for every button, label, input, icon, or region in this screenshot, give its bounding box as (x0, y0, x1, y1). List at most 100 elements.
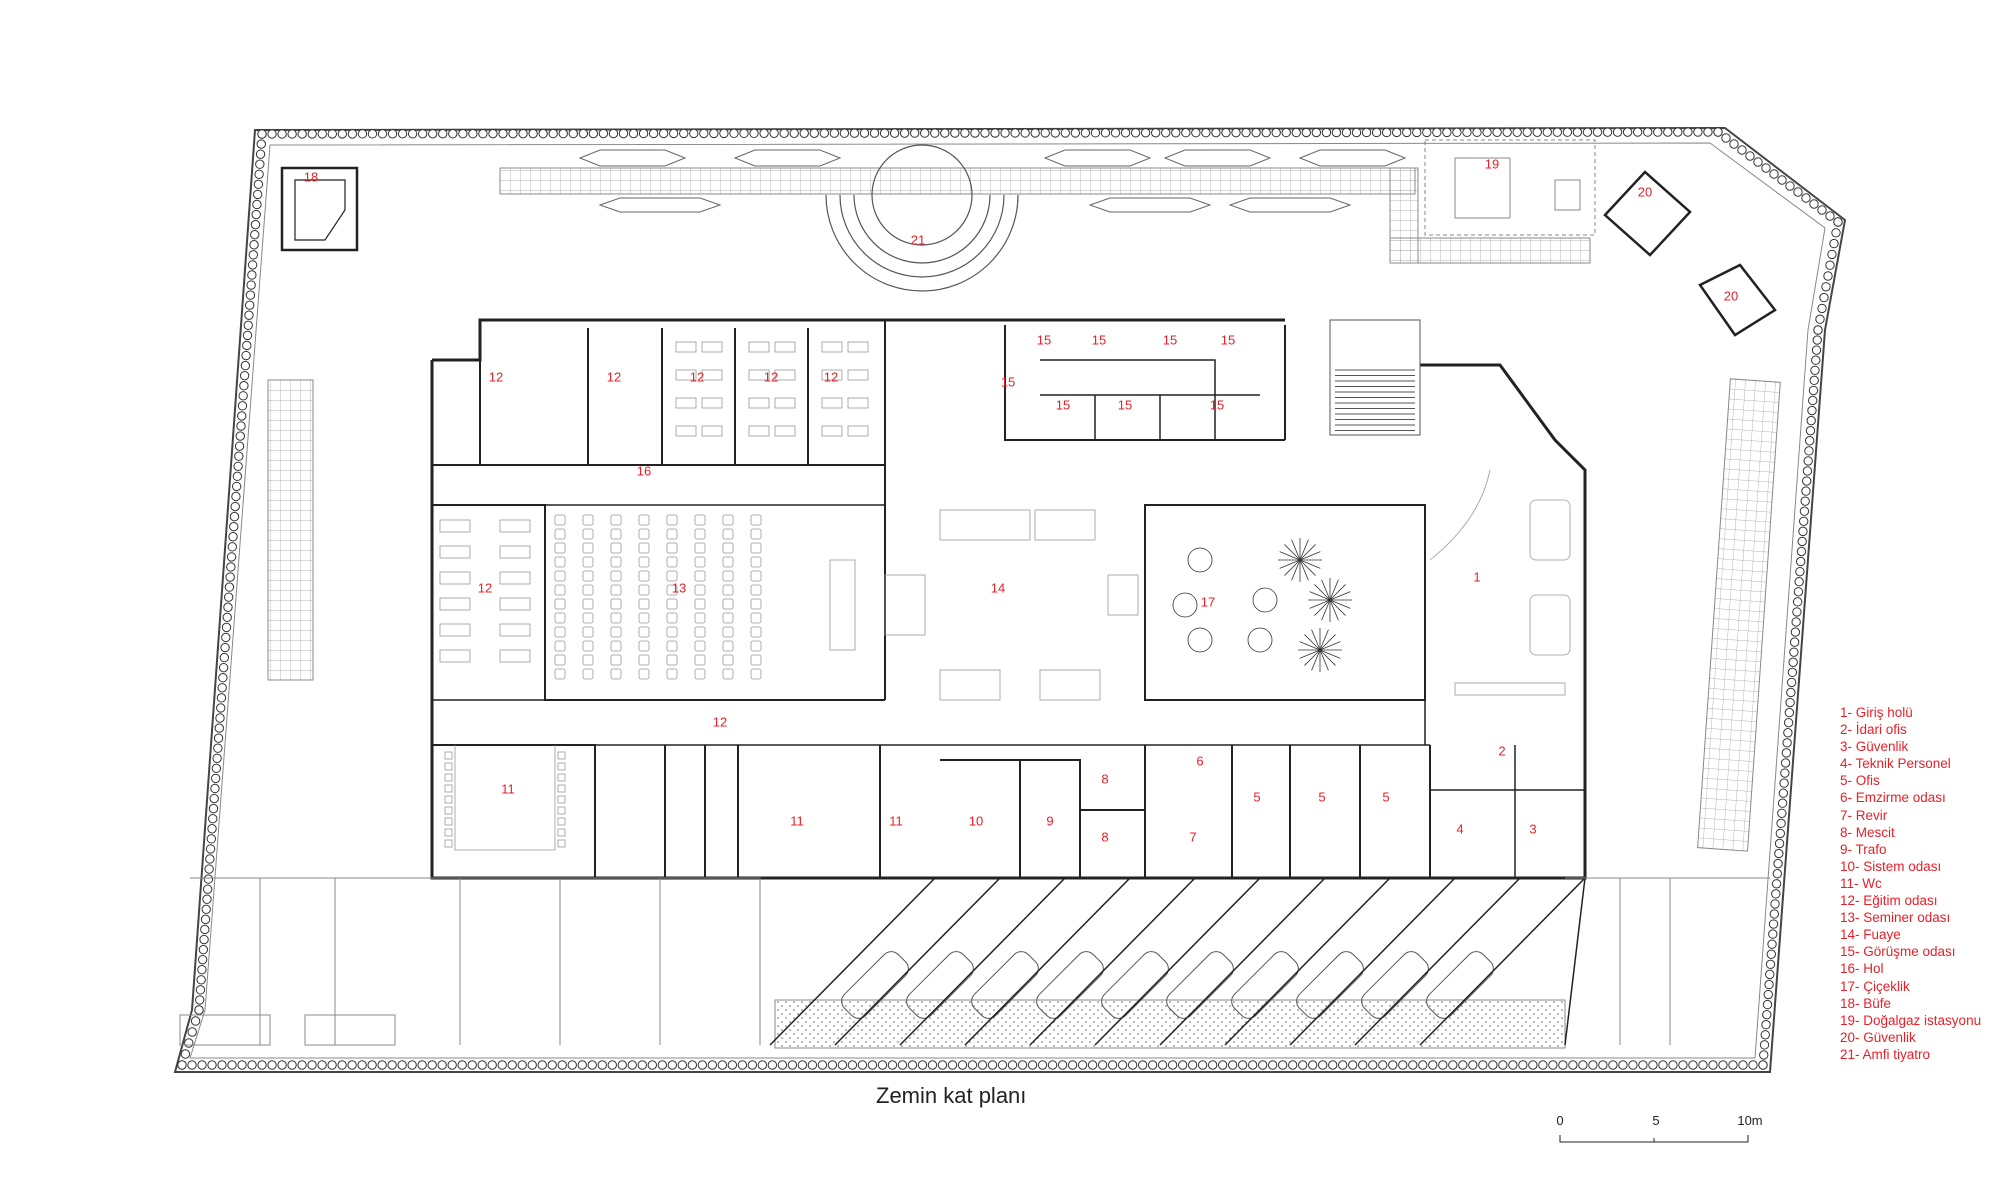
hedge-tree (1412, 127, 1422, 138)
hedge-tree (1007, 1060, 1018, 1070)
hedge-tree (1442, 127, 1452, 138)
seat (722, 528, 734, 540)
hedge-tree (747, 1060, 758, 1070)
seat (722, 626, 734, 638)
seat (750, 570, 762, 582)
hedge-tree (1181, 128, 1191, 138)
seat (638, 598, 650, 610)
hedge-tree (1598, 1060, 1608, 1070)
hedge-tree (197, 965, 207, 975)
hedge-tree (1632, 127, 1643, 137)
hedge-tree (1318, 1060, 1328, 1070)
hedge-tree (242, 340, 252, 351)
hedge-tree (1462, 127, 1472, 138)
hedge-tree (247, 1060, 257, 1070)
hedge-tree (869, 128, 880, 138)
room-label-4: 4 (1456, 821, 1463, 836)
hedge-tree (658, 128, 669, 139)
legend-item: 19- Doğalgaz istasyonu (1840, 1012, 1982, 1028)
hedge-tree (1787, 667, 1798, 678)
hedge-tree (588, 128, 599, 139)
hedge-tree (357, 129, 368, 139)
room-label-21: 21 (911, 232, 925, 247)
seat (582, 626, 594, 638)
room-label-18: 18 (304, 169, 318, 184)
legend-item: 8- Mescit (1840, 824, 1895, 840)
desk (701, 341, 723, 353)
legend-item: 17- Çiçeklik (1840, 978, 1910, 994)
desk (439, 623, 471, 637)
hedge-tree (970, 128, 980, 138)
hedge-tree (252, 199, 262, 210)
hedge-tree (1271, 127, 1281, 138)
seat (666, 584, 678, 596)
hedge-tree (1776, 818, 1786, 829)
hedge-tree (205, 844, 216, 854)
hedge-tree (458, 129, 468, 139)
hedge-tree (1578, 1060, 1588, 1070)
stage (829, 559, 856, 651)
building-walls (430, 318, 1587, 880)
hedge-tree (1247, 1060, 1258, 1070)
seat (666, 514, 678, 526)
seat (750, 528, 762, 540)
hedge-tree (1827, 249, 1837, 260)
palm-frond (1319, 629, 1329, 651)
seat (582, 584, 594, 596)
room-label-12g: 12 (713, 714, 727, 729)
seat (554, 654, 566, 666)
hedge-tree (215, 713, 225, 723)
seat (750, 612, 762, 624)
hedge-tree (617, 1060, 627, 1070)
palm-frond (1299, 559, 1309, 581)
hedge-tree (244, 300, 255, 310)
seat (694, 654, 706, 666)
desk (847, 369, 869, 381)
north-classroom-furniture (439, 341, 869, 663)
hedge-tree (547, 1060, 557, 1070)
hedge-tree (255, 149, 266, 159)
desk (748, 425, 770, 437)
hedge-tree (990, 128, 1000, 138)
hedge-tree (1738, 1060, 1748, 1070)
room-label-15f: 15 (1056, 397, 1070, 412)
hedge-tree (1482, 127, 1492, 138)
room-label-11c: 11 (889, 813, 903, 828)
seat (750, 556, 762, 568)
hedge-tree (1027, 1060, 1038, 1070)
hedge-tree (1267, 1060, 1278, 1070)
hedge-tree (769, 128, 779, 138)
room-label-1: 1 (1473, 569, 1480, 584)
desk (748, 369, 770, 381)
hedge-tree (648, 128, 659, 139)
hedge-tree (457, 1060, 467, 1070)
parking-bay-line (1094, 877, 1261, 1046)
hedge-tree (1793, 587, 1804, 597)
hedge-tree (1231, 127, 1241, 138)
palm-frond (1279, 551, 1301, 561)
hedge-tree (1077, 1060, 1088, 1070)
hedge-tree (248, 250, 259, 260)
hedge-tree (245, 290, 256, 300)
hedge-tree (657, 1060, 668, 1070)
site-boundary (173, 126, 1847, 1073)
hedge-tree (337, 1060, 347, 1070)
hedge-tree (907, 1060, 918, 1070)
parking-bay-line (1159, 877, 1326, 1046)
hedge-tree (1792, 597, 1803, 607)
hedge-tree (717, 1060, 728, 1070)
legend-item: 5- Ofis (1840, 773, 1880, 789)
hedge-tree (488, 128, 498, 139)
hedge-tree (1773, 858, 1783, 869)
hedge-tree (1472, 127, 1482, 138)
hedge-tree (727, 1060, 738, 1070)
desk (499, 623, 531, 637)
hedge-tree (218, 673, 228, 683)
hedge-tree (1492, 127, 1502, 138)
seat (666, 626, 678, 638)
hedge-tree (1107, 1060, 1118, 1070)
hedge-tree (233, 461, 243, 471)
hedge-tree (1582, 127, 1593, 137)
hedge-tree (518, 128, 528, 139)
hedge-tree (1780, 768, 1790, 778)
